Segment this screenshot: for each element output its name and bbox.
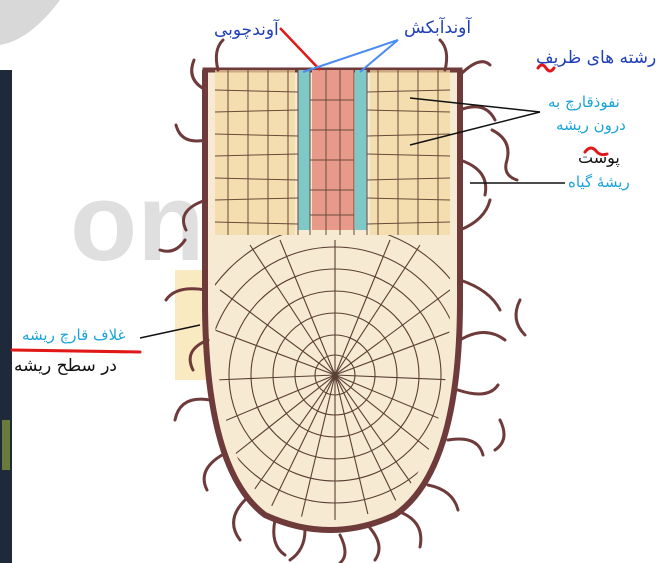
label-cortex: پوست	[578, 150, 620, 166]
phloem-left	[298, 70, 310, 230]
xylem-pointer	[280, 28, 320, 70]
root-tip-cells	[185, 225, 485, 545]
corner-decoration-top	[0, 0, 60, 45]
label-fine-threads: رشته های ظریف	[536, 50, 656, 67]
label-phloem: آوندآبکش	[404, 20, 471, 37]
left-edge-leaf	[2, 420, 10, 470]
label-on-root-surface: در سطح ریشه	[14, 358, 117, 375]
left-edge-strip	[0, 70, 12, 563]
xylem-column	[312, 70, 354, 230]
label-xylem: آوندچوبی	[214, 22, 279, 39]
label-plant-root: ریشهٔ گیاه	[568, 175, 630, 190]
label-fungal-sheath: غلاف قارچ ریشه	[22, 328, 125, 343]
label-fungal-penetration-line1: نفوذقارچ به	[548, 95, 620, 110]
phloem-right	[355, 70, 367, 230]
root-body	[185, 70, 485, 545]
red-underline-sheath	[12, 350, 140, 352]
phloem-pointer-right	[360, 40, 398, 72]
label-fungal-penetration-line2: درون ریشه	[556, 118, 626, 133]
phloem-pointer-left	[303, 40, 398, 72]
